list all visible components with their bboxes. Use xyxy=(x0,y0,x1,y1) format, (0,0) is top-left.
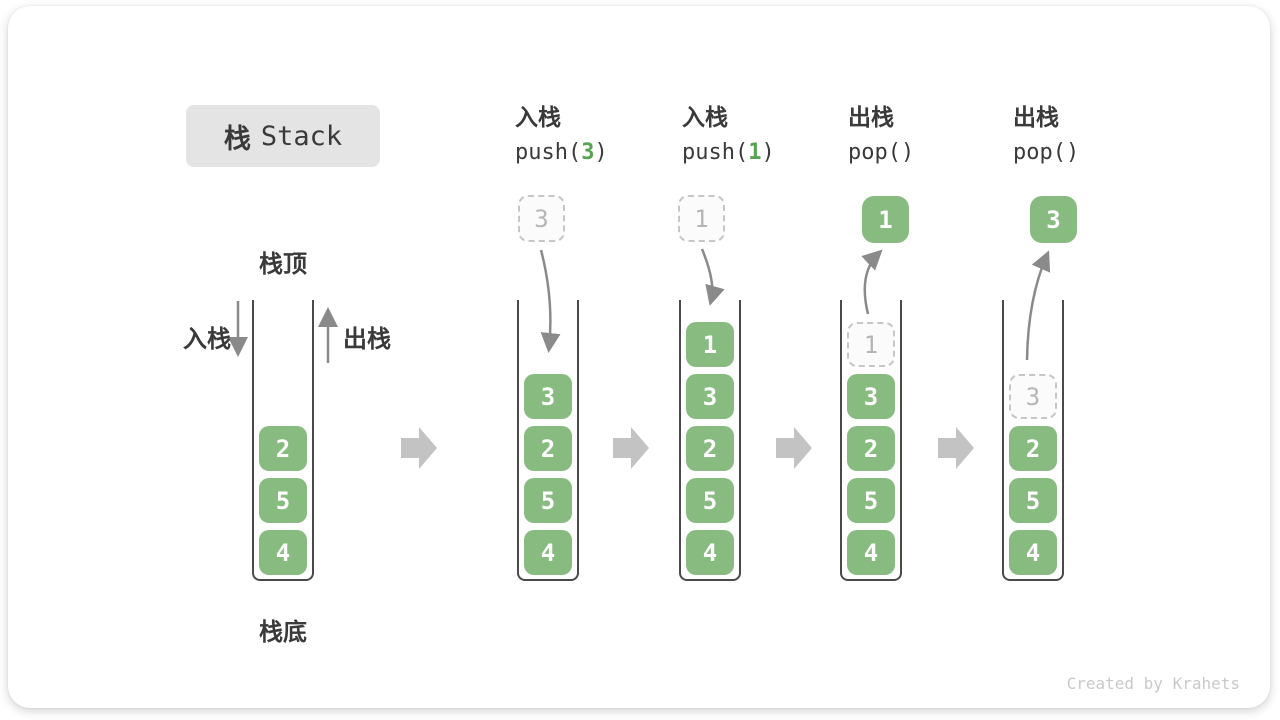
stack-after-pop2: 3 2 5 4 xyxy=(1002,300,1064,581)
call-arg: 1 xyxy=(748,140,762,165)
stack-cell-ghost: 3 xyxy=(1009,374,1057,419)
stack-after-pop1: 1 3 2 5 4 xyxy=(840,300,902,581)
stack-cell: 5 xyxy=(259,478,307,523)
op-col-push1: 入栈 push(1) xyxy=(682,106,775,164)
call-arg: 3 xyxy=(581,140,595,165)
stack-cell: 3 xyxy=(847,374,895,419)
op-name: 出栈 xyxy=(848,104,894,130)
push-side-label: 入栈 xyxy=(183,326,231,353)
op-col-pop-1: 出栈 pop() xyxy=(848,106,914,164)
stack-cell: 2 xyxy=(524,426,572,471)
stack-cell: 4 xyxy=(259,530,307,575)
op-name: 入栈 xyxy=(515,104,561,130)
stack-cell: 2 xyxy=(847,426,895,471)
stack-initial: 2 5 4 xyxy=(252,300,314,581)
outgoing-value-box: 3 xyxy=(1030,196,1077,243)
incoming-value-box: 1 xyxy=(678,195,725,242)
diagram-title: 栈 Stack xyxy=(186,105,380,167)
incoming-value-box: 3 xyxy=(518,195,565,242)
op-call: pop() xyxy=(848,140,915,165)
op-call: push(1) xyxy=(682,142,775,164)
op-name: 入栈 xyxy=(682,104,728,130)
stack-cell: 5 xyxy=(1009,478,1057,523)
stack-cell: 4 xyxy=(686,530,734,575)
outgoing-value-box: 1 xyxy=(862,196,909,243)
stack-cell: 5 xyxy=(524,478,572,523)
stack-cell: 5 xyxy=(847,478,895,523)
stack-cell: 2 xyxy=(686,426,734,471)
op-name: 出栈 xyxy=(1013,104,1059,130)
stack-cell: 4 xyxy=(1009,530,1057,575)
stack-cell: 4 xyxy=(847,530,895,575)
stack-cell: 2 xyxy=(1009,426,1057,471)
stack-cell: 4 xyxy=(524,530,572,575)
title-en: Stack xyxy=(260,120,343,152)
stack-top-label: 栈顶 xyxy=(259,251,307,278)
call-pre: push( xyxy=(682,140,749,165)
stack-cell: 5 xyxy=(686,478,734,523)
stack-cell-ghost: 1 xyxy=(847,322,895,367)
stack-cell: 3 xyxy=(686,374,734,419)
stack-bottom-label: 栈底 xyxy=(259,619,307,646)
stack-cell: 3 xyxy=(524,374,572,419)
stack-after-push3: 3 2 5 4 xyxy=(517,300,579,581)
watermark: Created by Krahets xyxy=(1066,674,1240,693)
stack-cell: 1 xyxy=(686,322,734,367)
op-col-pop-2: 出栈 pop() xyxy=(1013,106,1079,164)
op-call: push(3) xyxy=(515,142,608,164)
op-col-push3: 入栈 push(3) xyxy=(515,106,608,164)
pop-side-label: 出栈 xyxy=(343,326,391,353)
call-post: ) xyxy=(761,140,775,165)
call-post: ) xyxy=(594,140,608,165)
title-zh: 栈 xyxy=(223,123,251,154)
call-pre: push( xyxy=(515,140,582,165)
stack-cell: 2 xyxy=(259,426,307,471)
op-call: pop() xyxy=(1013,140,1080,165)
stack-after-push1: 1 3 2 5 4 xyxy=(679,300,741,581)
